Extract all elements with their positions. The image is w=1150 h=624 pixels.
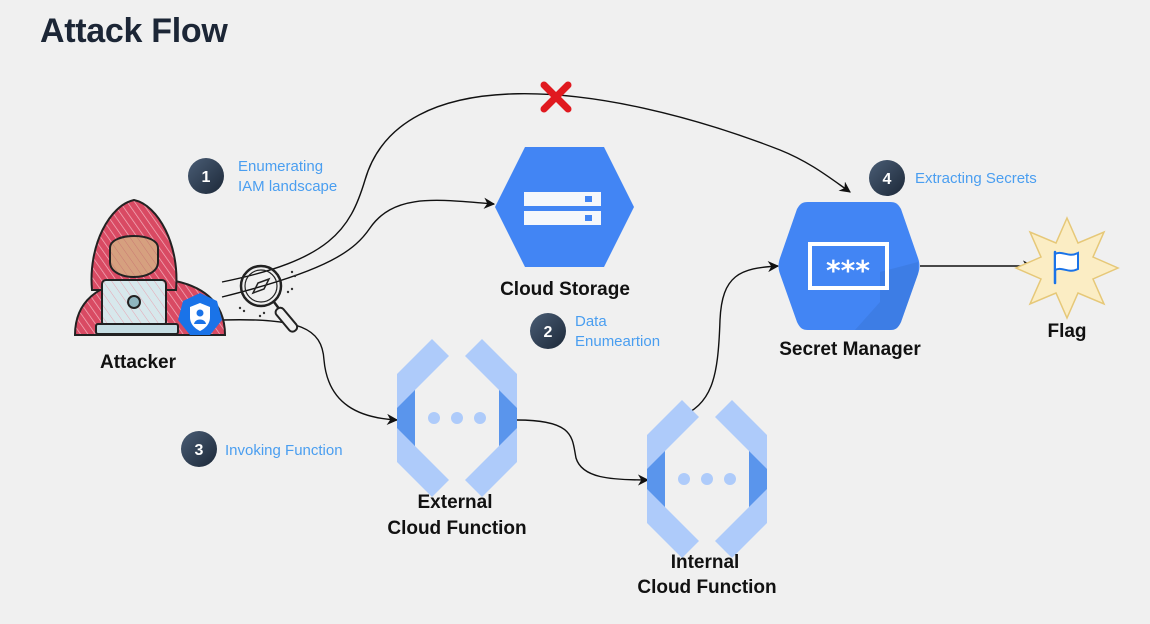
step-1: 1 Enumerating IAM landscape — [188, 158, 337, 195]
step-3-label: Invoking Function — [225, 442, 343, 459]
cloud-storage-node[interactable]: Cloud Storage — [495, 147, 634, 300]
step-4: 4 Extracting Secrets — [869, 160, 1037, 196]
blocked-x-icon — [540, 81, 572, 113]
secret-manager-label: Secret Manager — [779, 339, 921, 360]
internal-cloud-function-node[interactable]: Internal Cloud Function — [637, 400, 777, 598]
flag-node[interactable]: Flag — [1014, 216, 1120, 342]
step-2: 2 Data Enumeartion — [530, 313, 660, 350]
edge-internal-function-to-secret-manager — [677, 260, 780, 419]
step-4-number: 4 — [883, 171, 892, 188]
step-2-number: 2 — [544, 324, 553, 341]
external-function-label-line1: External — [418, 492, 493, 513]
magnifier-compass-icon — [238, 264, 299, 333]
edge-attacker-to-external-function — [221, 319, 399, 426]
external-function-label-line2: Cloud Function — [387, 518, 526, 539]
edge-external-to-internal-function — [516, 419, 650, 486]
step-2-label-line1: Data — [575, 313, 607, 330]
password-mask-glyph: *** — [826, 254, 870, 287]
secret-manager-icon: *** — [778, 202, 920, 330]
internal-function-label-line1: Internal — [671, 552, 740, 573]
external-cloud-function-node[interactable]: External Cloud Function — [387, 339, 527, 539]
step-2-label-line2: Enumeartion — [575, 333, 660, 350]
attacker-node[interactable]: Attacker — [73, 198, 227, 373]
cloud-storage-label: Cloud Storage — [500, 279, 630, 300]
cloud-storage-icon — [495, 147, 634, 267]
step-1-number: 1 — [202, 169, 211, 186]
internal-function-label-line2: Cloud Function — [637, 577, 776, 598]
edge-attacker-to-secret-manager — [221, 93, 851, 283]
step-1-label-line2: IAM landscape — [238, 178, 337, 195]
step-3: 3 Invoking Function — [181, 431, 343, 467]
edge-attacker-to-cloud-storage — [221, 197, 496, 298]
cloud-function-icon — [397, 339, 517, 497]
iam-shield-icon — [178, 293, 222, 335]
secret-manager-node[interactable]: *** Secret Manager — [778, 202, 922, 360]
page-title: Attack Flow — [40, 12, 228, 50]
step-3-number: 3 — [195, 442, 204, 459]
step-4-label: Extracting Secrets — [915, 170, 1037, 187]
attacker-label: Attacker — [100, 352, 177, 373]
step-1-label-line1: Enumerating — [238, 158, 323, 175]
flag-label: Flag — [1047, 321, 1086, 342]
cloud-function-icon — [647, 400, 767, 558]
flag-icon — [1053, 250, 1079, 285]
